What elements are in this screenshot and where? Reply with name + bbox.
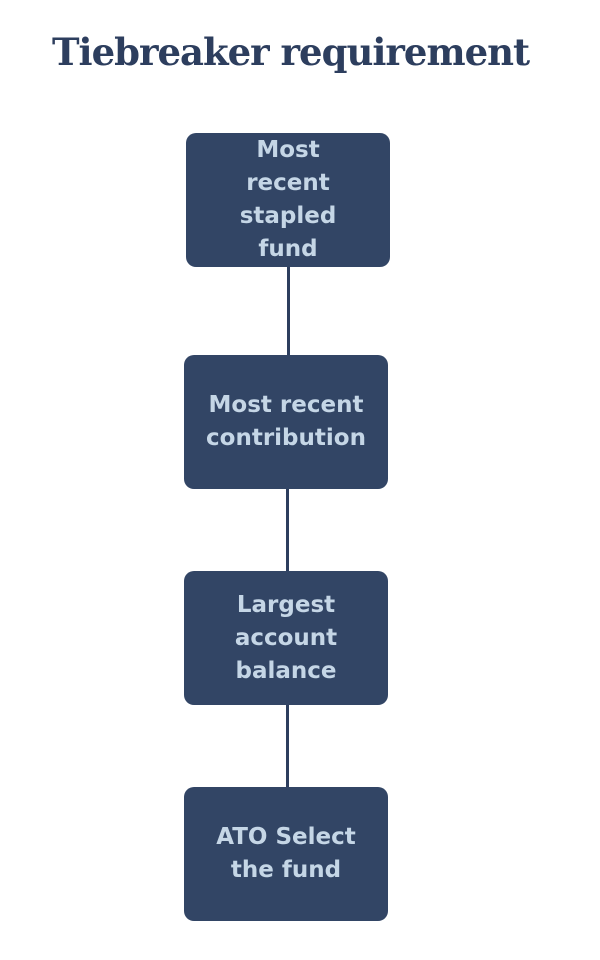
step-box-largest-balance: Largest account balance — [184, 571, 388, 705]
step-box-recent-contribution: Most recent contribution — [184, 355, 388, 489]
step-label: Most recent contribution — [206, 392, 366, 451]
connector-3-4 — [286, 704, 289, 788]
step-box-stapled-fund: Most recent stapled fund — [186, 133, 390, 267]
connector-2-3 — [286, 488, 289, 573]
connector-1-2 — [287, 266, 290, 357]
step-label: Most recent stapled fund — [239, 137, 337, 262]
step-label: ATO Select the fund — [216, 824, 356, 883]
step-box-ato-select: ATO Select the fund — [184, 787, 388, 921]
diagram-title: Tiebreaker requirement — [52, 30, 530, 74]
step-label: Largest account balance — [234, 591, 338, 684]
